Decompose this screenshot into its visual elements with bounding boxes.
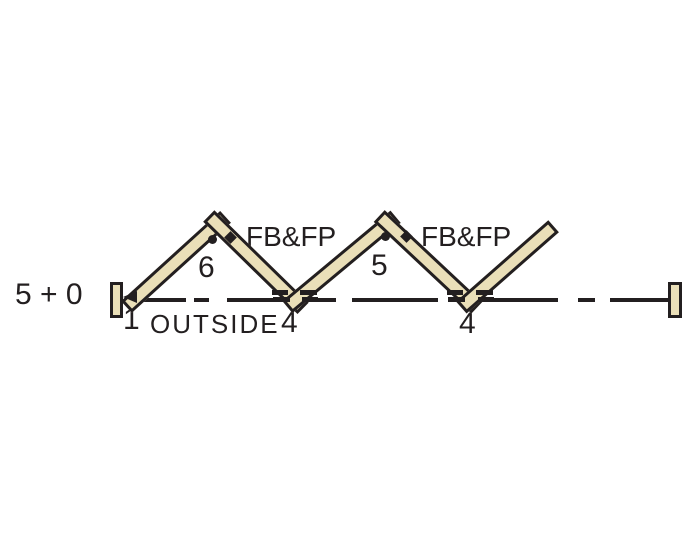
hinge-dot (207, 234, 217, 244)
track-line-segment (578, 298, 595, 302)
track-line-segment (318, 298, 336, 302)
flush-bolt-bar (447, 290, 463, 295)
track-line-segment (227, 298, 299, 302)
flush-bolt-bar (272, 290, 288, 295)
hinge-dot (380, 231, 390, 241)
hinge-number-top-right: 5 (371, 249, 388, 282)
track-line-segment (352, 298, 438, 302)
fbfp-label-right: FB&FP (421, 221, 512, 252)
hinge-number-bottom-right: 4 (459, 307, 476, 340)
fbfp-label-left: FB&FP (246, 221, 337, 252)
outside-label: OUTSIDE (150, 309, 280, 339)
flush-bolt-bar (476, 290, 493, 295)
track-line-segment (128, 298, 186, 302)
flush-bolt-bar (478, 297, 494, 302)
hinge-number-top-left: 6 (198, 251, 215, 284)
door-jamb (110, 282, 123, 318)
door-jamb (668, 282, 682, 318)
track-line-segment (610, 298, 670, 302)
flush-bolt-bar (448, 297, 465, 302)
pivot-arrow-icon (123, 291, 137, 303)
flush-bolt-bar (273, 297, 290, 302)
flush-bolt-bar (302, 297, 318, 302)
hinge-number-bottom-left: 4 (281, 306, 298, 339)
track-line-segment (194, 298, 209, 302)
configuration-label: 5 + 0 (15, 278, 83, 311)
hinge-number-jamb: 1 (123, 303, 140, 336)
track-line-segment (487, 298, 558, 302)
flush-bolt-bar (300, 290, 317, 295)
